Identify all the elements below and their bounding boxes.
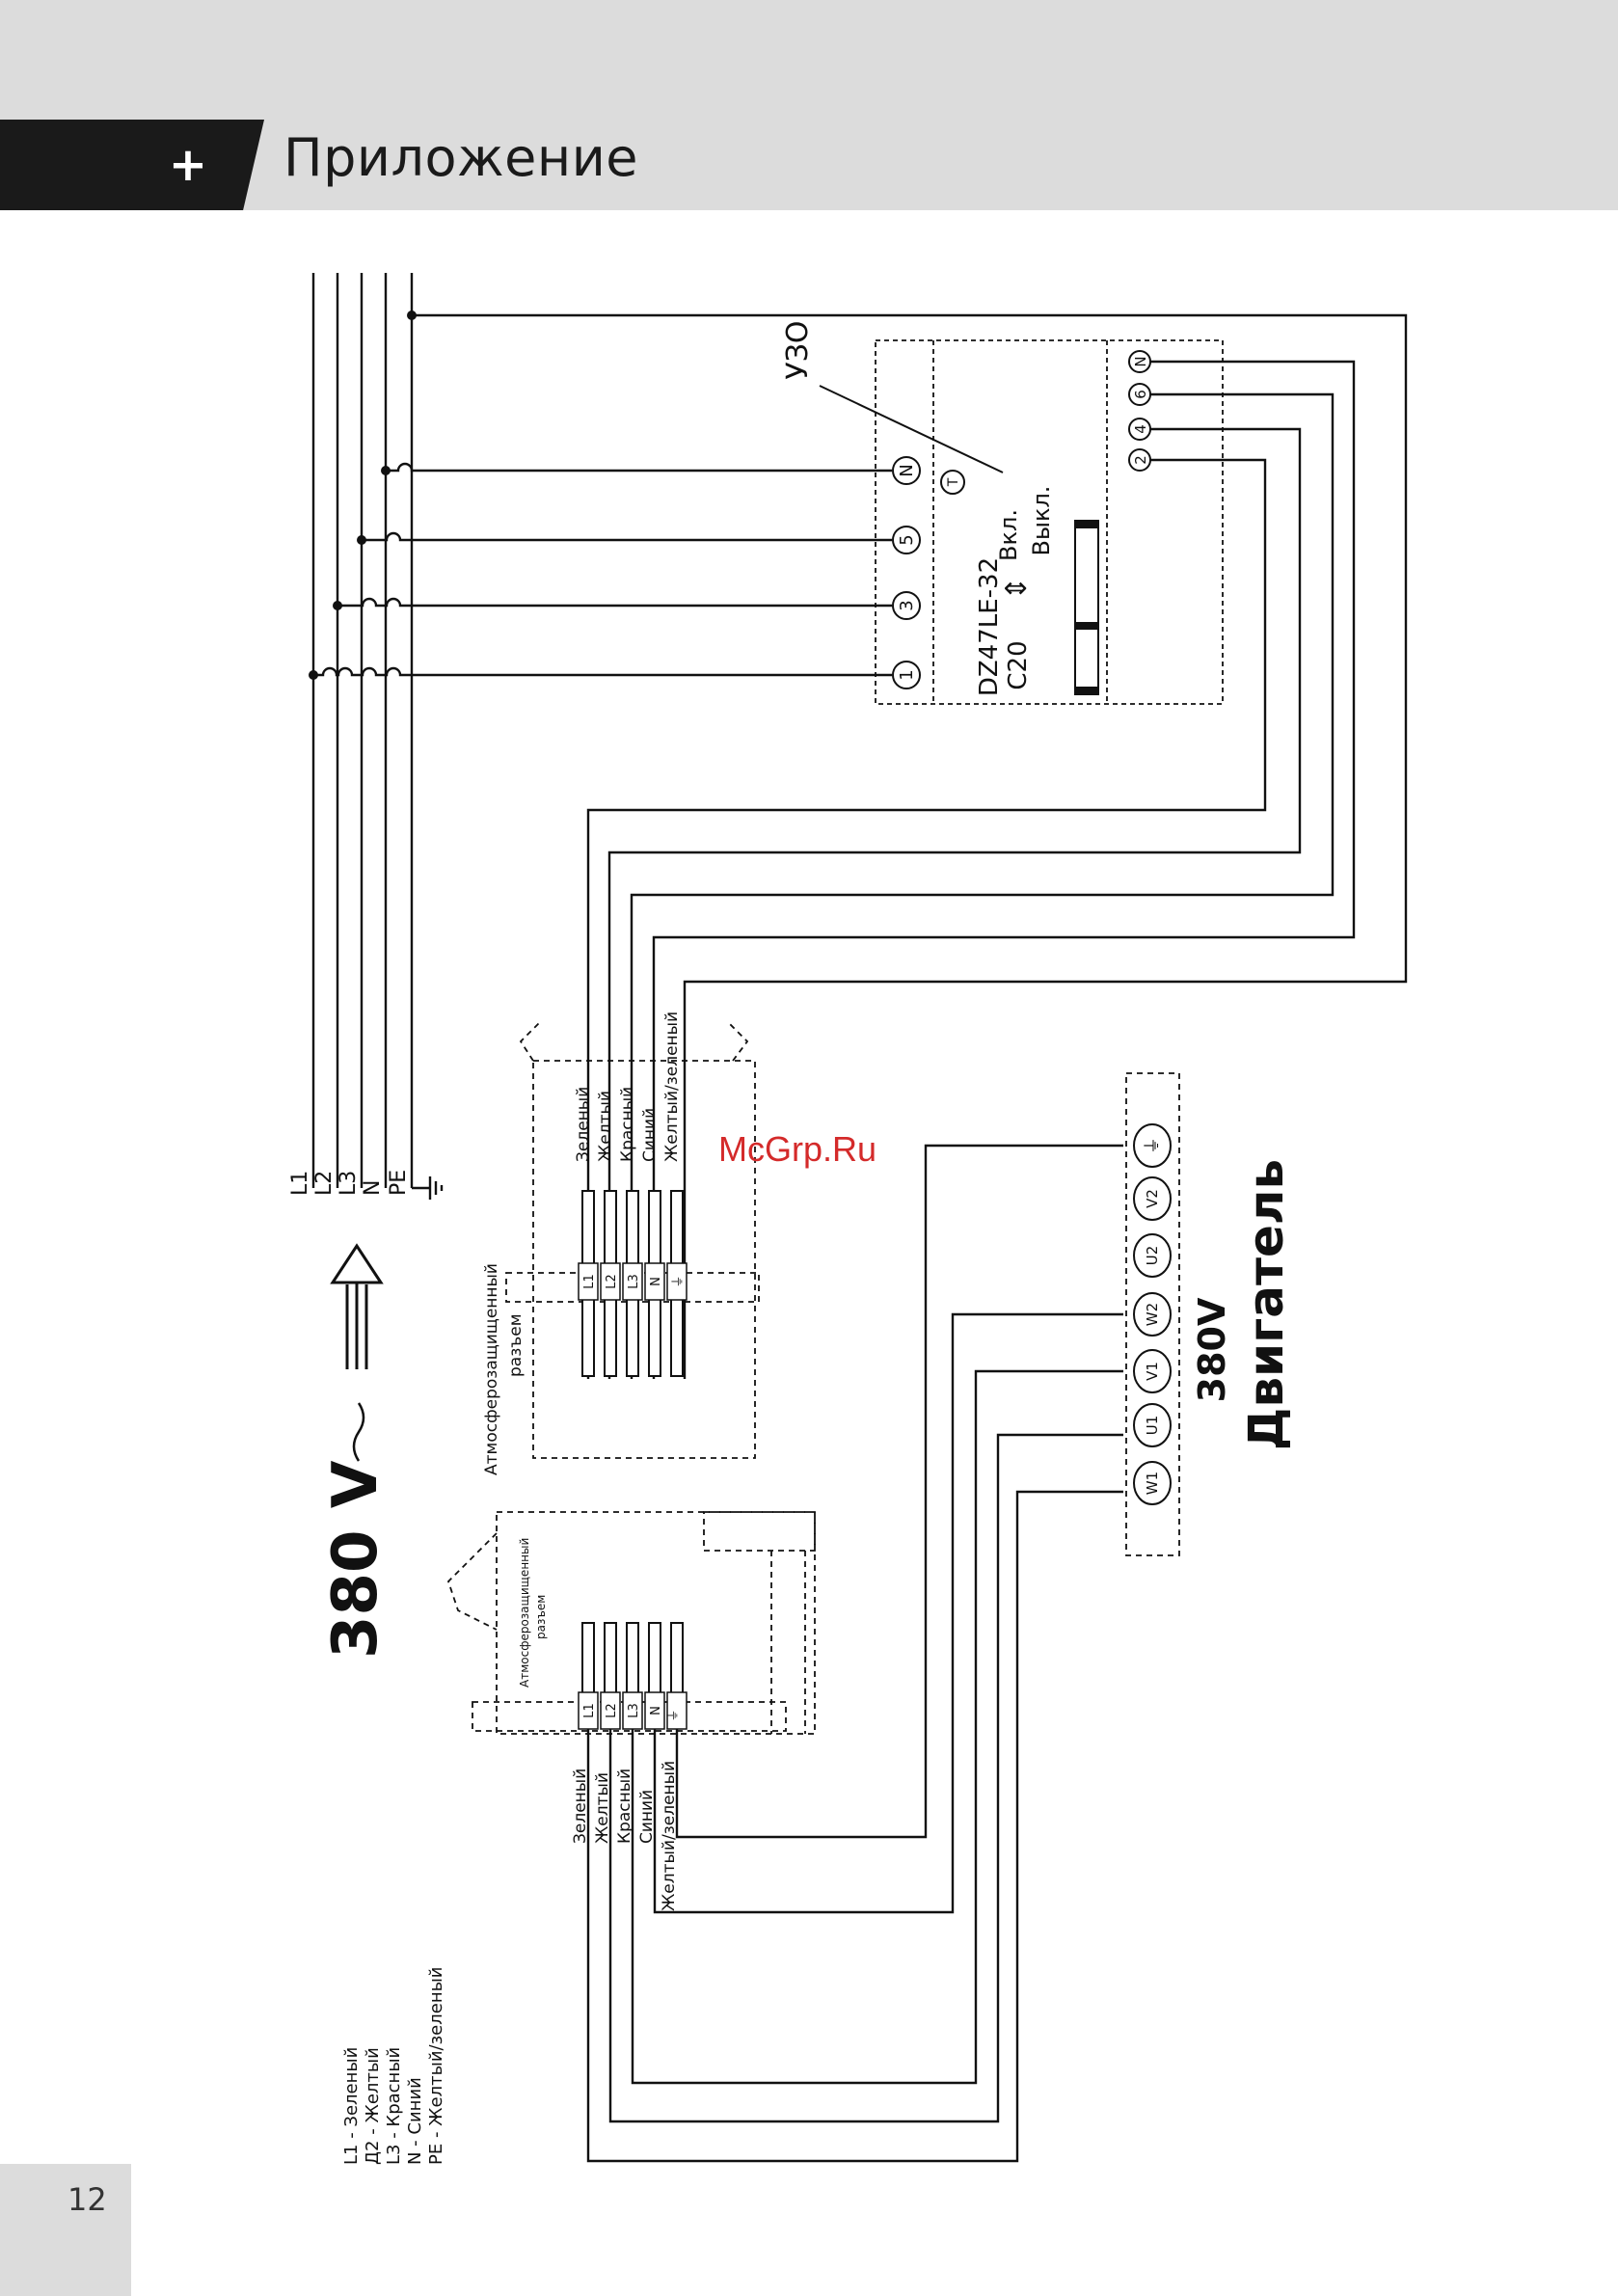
rcd-off-label: Выкл. [1028, 486, 1055, 556]
connector1-wire-label: Желтый/зеленый [662, 1012, 682, 1162]
motor-terminal: U2 [1144, 1246, 1161, 1266]
motor-terminal: U1 [1144, 1416, 1161, 1436]
connector2-wire-label: Желтый/зеленый [660, 1761, 679, 1911]
motor-label: Двигатель [1238, 1159, 1294, 1450]
connector2-wire-label: Красный [615, 1769, 634, 1844]
legend-item: PE - Желтый/зеленый [426, 1967, 446, 2166]
connector1-pin: ⏚ [671, 1275, 686, 1287]
connector2-wire-label: Синий [637, 1790, 657, 1844]
connector1-pin: N [649, 1277, 663, 1286]
connector1-wire-label: Синий [640, 1108, 660, 1162]
rcd-terminal: N [1132, 356, 1149, 366]
connector2-pin: L1 [582, 1703, 597, 1718]
connector1-title: Атмосферозащищенный [482, 1263, 501, 1475]
supply-line-label: N [361, 1180, 385, 1196]
connector1-wire-label: Зеленый [574, 1087, 593, 1162]
rcd-model: DZ47LE-32 [975, 557, 1004, 696]
connector2-pin: L3 [627, 1703, 641, 1718]
rcd-terminal: 1 [897, 669, 917, 680]
rcd-on-label: Вкл. [995, 509, 1022, 561]
legend-item: L3 - Красный [384, 2047, 404, 2165]
page-title: Приложение [283, 127, 639, 188]
connector1-subtitle: разъем [506, 1313, 526, 1377]
rcd-label: УЗО [781, 320, 815, 379]
supply-line-label: L1 [288, 1171, 312, 1196]
connector2-pin: N [649, 1706, 663, 1715]
rcd-terminal: 4 [1132, 424, 1149, 434]
rcd-terminal: N [897, 464, 917, 476]
supply-arrow-icon [330, 1243, 384, 1369]
legend-item: L1 - Зеленый [341, 2047, 362, 2165]
connector2-pin: L2 [605, 1703, 619, 1718]
motor-terminal: V2 [1144, 1189, 1161, 1208]
connector2-title: Атмосферозащищенный [518, 1538, 531, 1688]
connector1-pin: L1 [582, 1274, 597, 1289]
supply-voltage-label: 380 V [320, 1460, 391, 1659]
header-band [0, 0, 1618, 210]
header-tab [0, 120, 264, 210]
ac-wave-icon [352, 1402, 365, 1462]
rcd-test-button: T [946, 477, 961, 487]
rcd-terminal: 3 [897, 600, 917, 610]
rcd-rating: C20 [1004, 640, 1033, 689]
motor-terminal: W1 [1144, 1472, 1161, 1495]
rcd-terminal: 6 [1132, 390, 1149, 399]
motor-terminal: V1 [1144, 1362, 1161, 1381]
connector2-wire-label: Желтый [593, 1772, 612, 1844]
connector1-wire-label: Желтый [596, 1091, 615, 1162]
plus-icon: + [168, 138, 208, 192]
supply-line-label: PE [387, 1170, 411, 1196]
footer-page-box [0, 2164, 131, 2296]
rcd-terminal: 2 [1132, 455, 1149, 465]
motor-terminal: W2 [1144, 1303, 1161, 1326]
connector2-subtitle: разъем [534, 1595, 548, 1639]
connector2-pin: ⏚ [666, 1709, 681, 1721]
motor-voltage: 380V [1191, 1297, 1233, 1402]
rcd-switch-arrow: ⇕ [1000, 576, 1034, 600]
motor-terminal: ⏚ [1143, 1137, 1163, 1154]
supply-line-label: L2 [312, 1171, 337, 1196]
connector2-wire-label: Зеленый [571, 1769, 590, 1844]
legend-item: Д2 - Желтый [363, 2047, 383, 2165]
connector1-pin: L3 [627, 1274, 641, 1289]
watermark: McGrp.Ru [718, 1129, 876, 1169]
rcd-terminal: 5 [897, 534, 917, 545]
supply-line-label: L3 [337, 1171, 361, 1196]
connector1-wire-label: Красный [618, 1087, 637, 1162]
connector1-pin: L2 [605, 1274, 619, 1289]
legend-item: N - Синий [405, 2077, 425, 2165]
page-number: 12 [67, 2181, 107, 2218]
